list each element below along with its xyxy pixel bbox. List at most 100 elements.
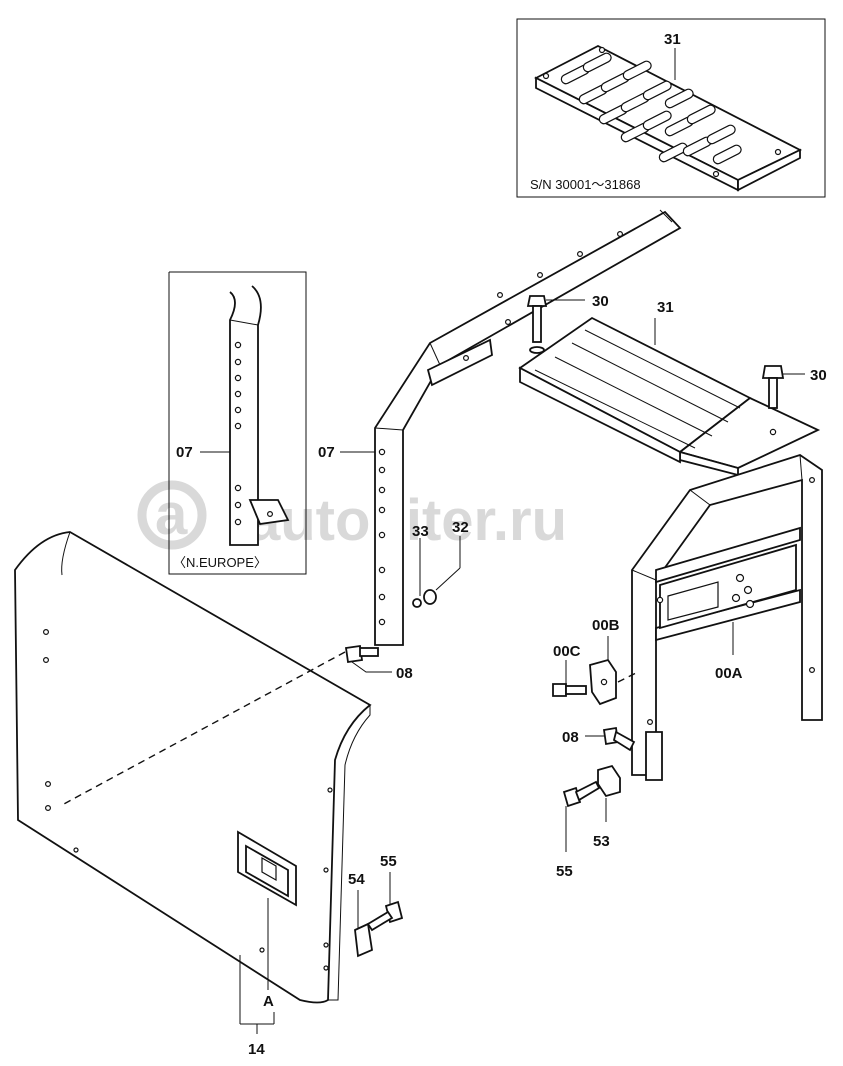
label-08-right: 08 [562,729,579,746]
hole [378,566,386,574]
hole [769,428,777,436]
washer [529,346,545,354]
label-30-right: 30 [810,367,827,384]
slot [686,104,716,125]
nut-33-shape [412,598,422,608]
clip-53-shape [597,764,621,798]
label-a: A [263,993,274,1010]
hole [234,406,242,414]
bolt-shank [574,780,601,802]
n-europe-post [229,285,262,546]
hole [44,804,51,811]
hole [234,358,242,366]
hole [745,599,755,609]
clip-54: 54 [348,871,373,958]
slot [642,80,672,101]
bolt-08-left: 08 [344,644,413,682]
hole [536,272,543,279]
washer-32: 32 [423,519,469,605]
label-55-right: 55 [556,863,573,880]
door-edge [61,531,71,576]
nut-33: 33 [412,523,429,608]
hole [600,678,608,686]
bolt-55-right: 55 [556,780,601,880]
label-54: 54 [348,871,365,888]
label-31-main: 31 [657,299,674,316]
serial-range-label: S/N 30001～31868 [530,177,641,192]
bolt-00c: 00C [552,643,587,697]
slot [582,52,612,73]
hole [616,231,623,238]
frame-edge [799,454,803,481]
leader-line [351,661,392,673]
hole [234,422,242,430]
hole [73,847,79,853]
bolt-head [526,295,548,307]
frame-edge [429,342,441,366]
bolt-head [344,644,364,664]
label-30-top: 30 [592,293,609,310]
label-00a: 00A [715,665,743,682]
panel-window [667,581,719,621]
frame-edge [659,209,673,223]
watermark-logo-ring [137,480,207,550]
door-side [328,705,371,1001]
mount-hole [712,170,720,178]
hole [656,596,664,604]
slot [642,110,672,131]
slot [658,142,688,163]
label-07-inset: 07 [176,444,193,461]
watermark-logo-letter: a [155,482,188,547]
door-14-assembly: A 14 [14,531,372,1058]
label-00b: 00B [592,617,620,634]
slot [664,88,694,109]
n-europe-caption: 〈N.EUROPE〉 [173,555,267,570]
bolt-08-right: 08 [562,726,636,752]
bolt-shank [532,305,542,343]
slot [706,124,736,145]
door-holes [42,628,333,971]
bolt-55-lower: 55 [366,853,404,932]
label-53: 53 [593,833,610,850]
clip-54-shape [354,922,373,958]
hole [323,867,329,873]
hole [327,787,333,793]
hole [731,593,741,603]
label-00c: 00C [553,643,581,660]
perforated-step-plate-edge-right [737,148,801,192]
hole [234,501,242,509]
label-14: 14 [248,1041,265,1058]
hole [234,374,242,382]
assembly-line [617,672,637,683]
panel-bolts [656,573,755,609]
bolt-head [552,683,567,697]
hole [234,518,242,526]
hole [735,573,745,583]
bolt-shank [565,685,587,695]
hole [463,355,470,362]
mount-hole [774,148,782,156]
frame-00a-foot-bracket [645,731,663,781]
leader-line [435,567,461,591]
bracket-00b-assembly: 00B [589,617,637,706]
slot [622,60,652,81]
bolt-shank [612,730,636,752]
hole [234,390,242,398]
frame-00a [631,454,823,776]
frame-edge [664,211,681,229]
hole [259,947,265,953]
label-31-inset: 31 [664,31,681,48]
bolt-shank [359,647,379,657]
label-32: 32 [452,519,469,536]
hole [378,506,386,514]
frame-holes [378,231,623,626]
watermark: a autopiter.ru [137,480,567,553]
hole [234,484,242,492]
hole [576,251,583,258]
hole [743,585,753,595]
hole [378,593,386,601]
hole [323,942,329,948]
tread-rib [534,369,696,449]
tread-rib [571,342,729,423]
